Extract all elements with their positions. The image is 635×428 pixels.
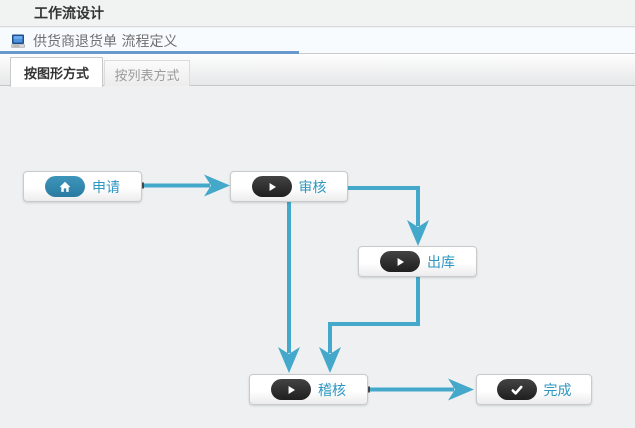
computer-icon — [10, 33, 26, 49]
play-icon — [251, 176, 292, 197]
tab-graphic-view[interactable]: 按图形方式 — [10, 57, 103, 87]
process-header: 供货商退货单 流程定义 — [0, 28, 635, 54]
process-title: 供货商退货单 流程定义 — [33, 33, 178, 50]
flow-node-outbound[interactable]: 出库 — [358, 246, 477, 277]
flow-node-review[interactable]: 审核 — [230, 171, 348, 202]
flow-canvas[interactable] — [0, 86, 635, 428]
play-icon — [271, 379, 311, 400]
tab-list-view[interactable]: 按列表方式 — [104, 60, 190, 87]
tab-bar: 按图形方式 按列表方式 — [0, 54, 635, 87]
flow-node-audit[interactable]: 稽核 — [249, 374, 368, 405]
titlebar: 工作流设计 — [0, 0, 635, 27]
check-icon — [496, 379, 537, 400]
home-icon — [45, 176, 85, 197]
play-icon — [380, 251, 420, 272]
node-label: 出库 — [427, 254, 455, 271]
flow-node-complete[interactable]: 完成 — [476, 374, 592, 405]
active-underline — [0, 51, 299, 54]
node-label: 审核 — [298, 179, 327, 196]
node-label: 完成 — [543, 382, 572, 399]
node-label: 稽核 — [318, 382, 346, 399]
flow-node-apply[interactable]: 申请 — [23, 171, 142, 202]
page-title: 工作流设计 — [34, 6, 104, 22]
node-label: 申请 — [92, 179, 120, 196]
